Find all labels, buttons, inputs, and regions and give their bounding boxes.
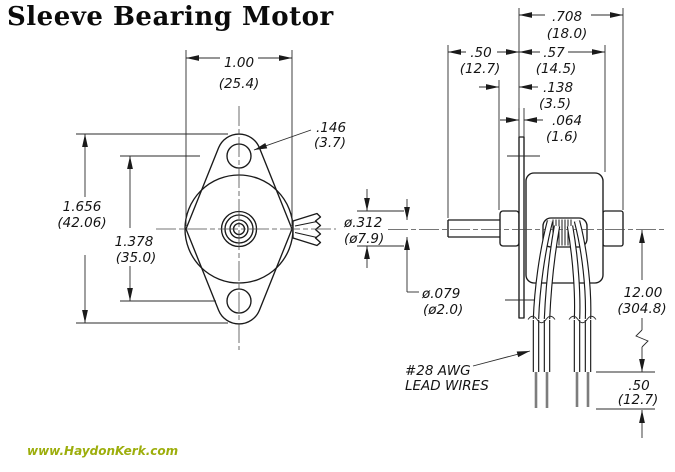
- dim-shaft-dia-in: ø.079: [421, 286, 460, 302]
- pinion-gear: [292, 212, 322, 247]
- dim-front-height-mm: (42.06): [57, 215, 106, 231]
- front-boss: [499, 210, 520, 247]
- rear-hub: [602, 210, 624, 247]
- page-title: Sleeve Bearing Motor: [7, 2, 334, 32]
- dim-hole-spacing-mm: (35.0): [116, 250, 157, 266]
- dim-front-width-mm: (25.4): [219, 76, 260, 92]
- dim-shaft-len-mm: (12.7): [460, 61, 501, 77]
- dim-body-depth-mm: (14.5): [536, 61, 577, 77]
- wire-break-left: [527, 315, 556, 324]
- lead-wires: [527, 220, 597, 408]
- dim-front-height-in: 1.656: [63, 199, 102, 215]
- flange-plate-side: [518, 136, 525, 319]
- dim-boss-depth-in: .138: [543, 80, 573, 96]
- dim-flange-thk-in: .064: [552, 113, 582, 129]
- shaft: [447, 219, 500, 238]
- wire-break-right: [568, 315, 597, 324]
- dim-lead-len-in: 12.00: [624, 285, 663, 301]
- dim-overall-depth-in: .708: [552, 9, 582, 25]
- lead-wires-label-2: LEAD WIRES: [405, 378, 489, 394]
- dim-body-depth-in: .57: [543, 45, 565, 61]
- lead-wires-label-1: #28 AWG: [405, 363, 471, 379]
- dim-flange-thk-mm: (1.6): [546, 129, 578, 145]
- dim-hole-dia-mm: (3.7): [314, 135, 346, 151]
- dim-shaft-len-in: .50: [470, 45, 491, 61]
- dim-boss-dia-mm: (ø7.9): [344, 231, 384, 247]
- dim-boss-depth-mm: (3.5): [539, 96, 571, 112]
- dim-hole-dia-in: .146: [316, 120, 346, 136]
- front-view-drawing: [156, 106, 336, 350]
- dim-strip-len-mm: (12.7): [618, 392, 659, 408]
- dim-overall-depth-mm: (18.0): [547, 26, 588, 42]
- front-view-dimensions: [76, 50, 312, 324]
- break-symbol: [635, 329, 649, 348]
- dimension-labels: 1.00 (25.4) 1.656 (42.06) 1.378 (35.0) .…: [57, 9, 666, 408]
- dim-shaft-dia-mm: (ø2.0): [423, 302, 463, 318]
- side-view-dimensions: [357, 8, 655, 438]
- dim-front-width-in: 1.00: [224, 55, 254, 71]
- dim-lead-len-mm: (304.8): [617, 301, 666, 317]
- website-link[interactable]: www.HaydonKerk.com: [27, 444, 179, 458]
- dim-strip-len-in: .50: [628, 378, 649, 394]
- side-view-drawing: [388, 136, 664, 408]
- dim-boss-dia-in: ø.312: [343, 215, 382, 231]
- dim-hole-spacing-in: 1.378: [115, 234, 154, 250]
